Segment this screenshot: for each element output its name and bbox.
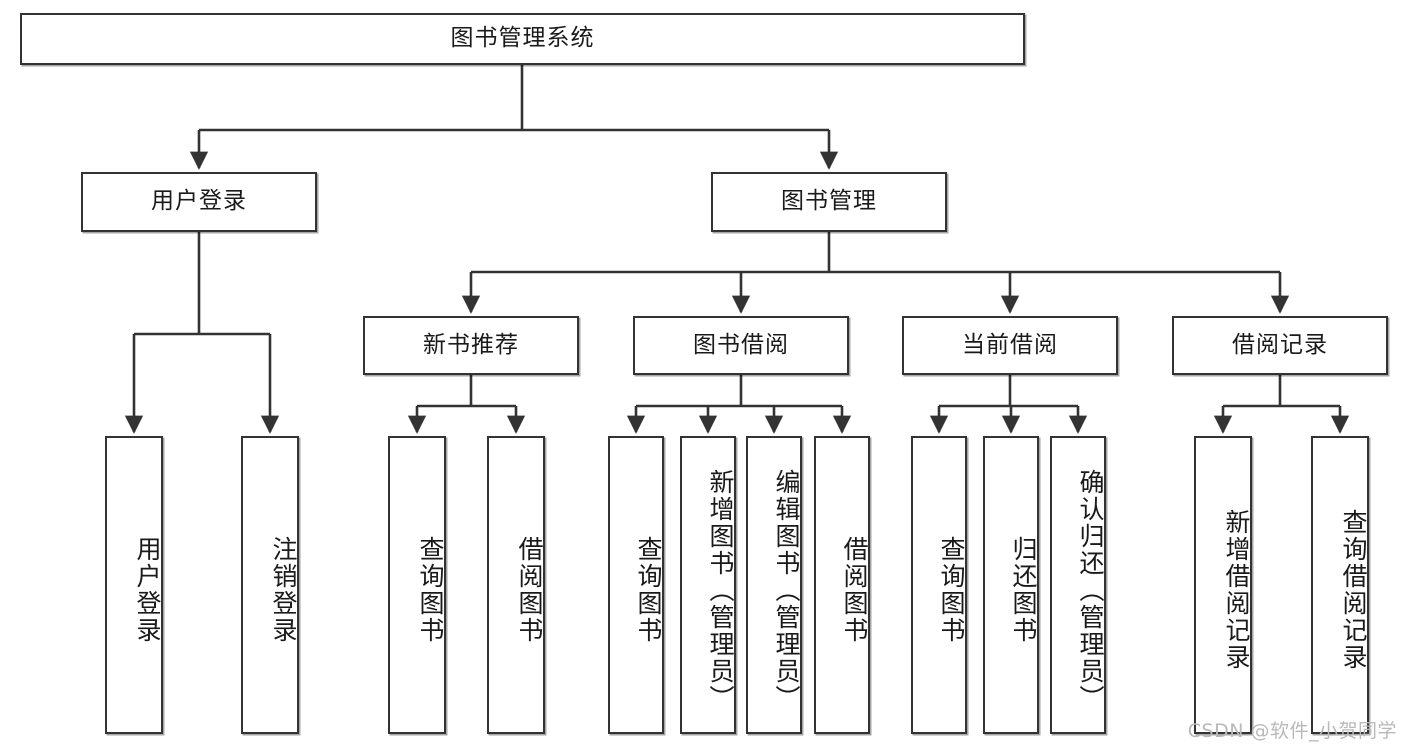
node-leaf-query-borrow-record-label: 查询借阅记录 xyxy=(1339,509,1368,671)
node-leaf-query-book-recommend-label: 查询图书 xyxy=(416,536,445,644)
node-leaf-query-book-borrow-label: 查询图书 xyxy=(634,536,663,644)
node-leaf-query-book-current[interactable]: 查询图书 xyxy=(911,436,967,734)
node-user-login-label: 用户登录 xyxy=(151,188,247,215)
node-leaf-add-borrow-record[interactable]: 新增借阅记录 xyxy=(1194,436,1252,734)
node-leaf-edit-book-admin-label: 编辑图书（管理员） xyxy=(772,468,801,712)
node-borrow-record[interactable]: 借阅记录 xyxy=(1172,316,1388,375)
node-book-borrow[interactable]: 图书借阅 xyxy=(633,316,849,375)
node-leaf-user-login[interactable]: 用户登录 xyxy=(105,436,163,734)
node-book-borrow-label: 图书借阅 xyxy=(693,331,789,358)
node-new-book-recommend-label: 新书推荐 xyxy=(423,331,519,358)
node-current-borrow-label: 当前借阅 xyxy=(962,331,1058,358)
node-user-login[interactable]: 用户登录 xyxy=(81,172,317,232)
node-leaf-logout-label: 注销登录 xyxy=(269,536,298,644)
node-leaf-borrow-book-borrow-label: 借阅图书 xyxy=(840,536,869,644)
node-book-manage-label: 图书管理 xyxy=(781,188,877,215)
node-leaf-query-borrow-record[interactable]: 查询借阅记录 xyxy=(1311,436,1369,734)
node-root-label: 图书管理系统 xyxy=(450,25,595,52)
node-leaf-add-book-admin[interactable]: 新增图书（管理员） xyxy=(680,436,736,734)
node-leaf-return-book[interactable]: 归还图书 xyxy=(983,436,1039,734)
node-leaf-borrow-book-recommend[interactable]: 借阅图书 xyxy=(487,436,545,734)
node-borrow-record-label: 借阅记录 xyxy=(1232,331,1328,358)
node-current-borrow[interactable]: 当前借阅 xyxy=(902,316,1118,375)
node-leaf-confirm-return-admin[interactable]: 确认归还（管理员） xyxy=(1050,436,1106,734)
node-leaf-user-login-label: 用户登录 xyxy=(133,536,162,644)
node-leaf-return-book-label: 归还图书 xyxy=(1009,536,1038,644)
node-leaf-query-book-current-label: 查询图书 xyxy=(937,536,966,644)
node-leaf-logout[interactable]: 注销登录 xyxy=(241,436,299,734)
node-leaf-confirm-return-admin-label: 确认归还（管理员） xyxy=(1076,468,1105,712)
node-leaf-query-book-recommend[interactable]: 查询图书 xyxy=(388,436,446,734)
node-leaf-add-borrow-record-label: 新增借阅记录 xyxy=(1222,509,1251,671)
node-root[interactable]: 图书管理系统 xyxy=(20,13,1025,65)
node-new-book-recommend[interactable]: 新书推荐 xyxy=(363,316,579,375)
node-book-manage[interactable]: 图书管理 xyxy=(711,172,947,232)
node-leaf-borrow-book-borrow[interactable]: 借阅图书 xyxy=(814,436,870,734)
node-leaf-add-book-admin-label: 新增图书（管理员） xyxy=(706,468,735,712)
node-leaf-edit-book-admin[interactable]: 编辑图书（管理员） xyxy=(746,436,802,734)
node-leaf-borrow-book-recommend-label: 借阅图书 xyxy=(515,536,544,644)
node-leaf-query-book-borrow[interactable]: 查询图书 xyxy=(608,436,664,734)
watermark-credit: CSDN @软件_小贺同学 xyxy=(1187,720,1397,742)
